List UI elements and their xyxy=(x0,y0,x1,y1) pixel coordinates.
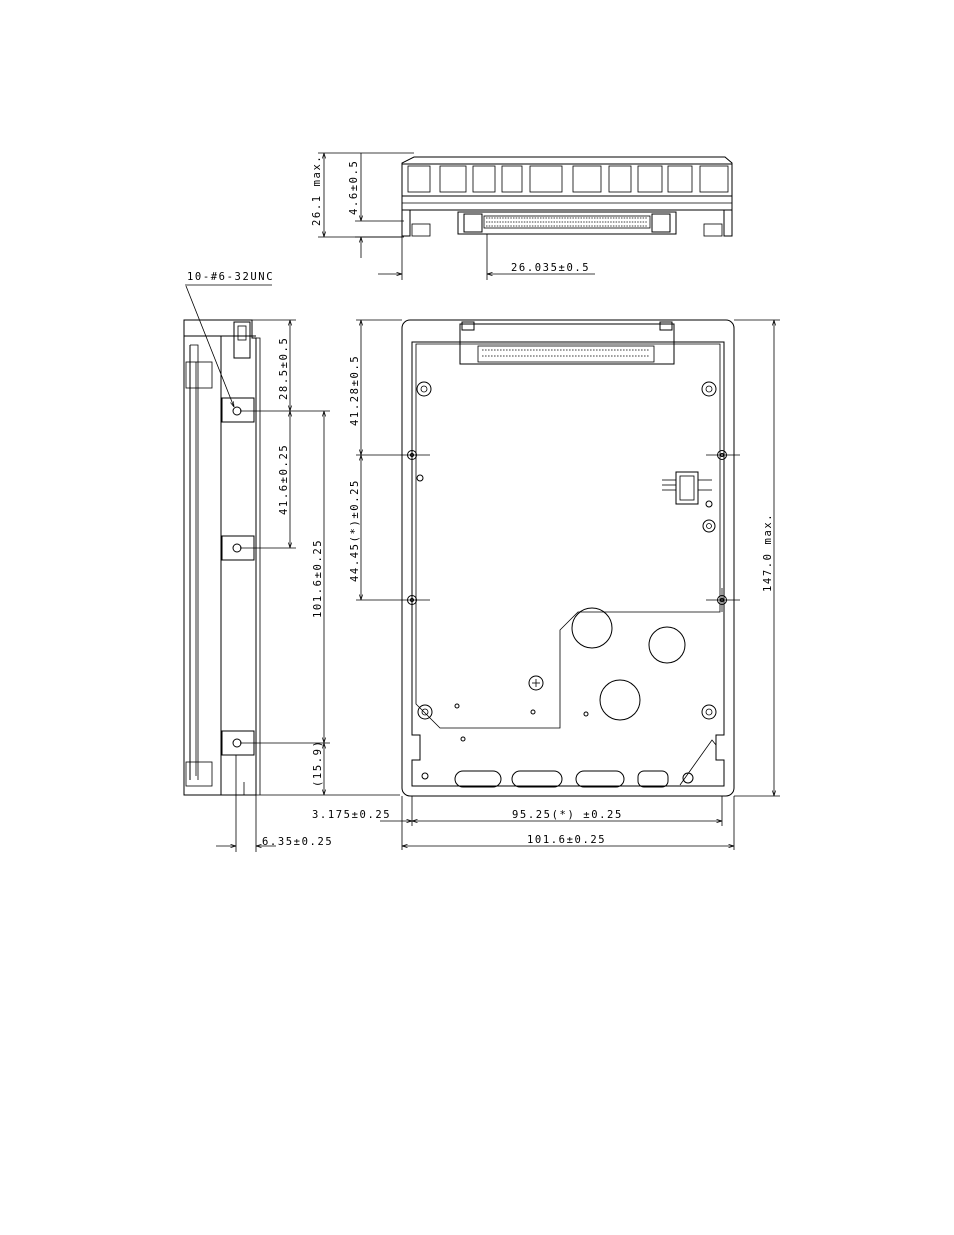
dim-bottom-pitch: 44.45(*)±0.25 xyxy=(349,479,361,582)
front-view xyxy=(402,157,732,236)
dim-side-height-offset: 6.35±0.25 xyxy=(262,836,333,848)
front-view-dimensions: 26.1 max. 4.6±0.5 26.035±0.5 xyxy=(311,153,595,280)
dim-side-hole-height: 3.175±0.25 xyxy=(312,809,391,821)
side-view-dimensions: 10-#6-32UNC 28.5±0.5 41.6±0.25 101.6±0.2… xyxy=(185,271,400,852)
dim-side-pitch: 41.6±0.25 xyxy=(278,444,290,515)
bottom-view xyxy=(402,320,734,796)
dim-overall-width: 101.6±0.25 xyxy=(527,834,606,846)
side-view xyxy=(184,320,260,795)
dim-overall-length: 147.0 max. xyxy=(762,513,774,592)
dim-side-span: 101.6±0.25 xyxy=(312,539,324,618)
dim-connector-height: 4.6±0.5 xyxy=(348,160,360,215)
dim-overall-height: 26.1 max. xyxy=(311,155,323,226)
callout-thread: 10-#6-32UNC xyxy=(187,271,274,283)
dim-bottom-front-hole: 41.28±0.5 xyxy=(349,355,361,426)
dim-top-hole: 28.5±0.5 xyxy=(278,337,290,400)
dim-bottom-width: 95.25(*) ±0.25 xyxy=(512,809,623,821)
dim-rear-hole: (15.9) xyxy=(312,739,324,787)
dim-connector-offset: 26.035±0.5 xyxy=(511,262,590,274)
